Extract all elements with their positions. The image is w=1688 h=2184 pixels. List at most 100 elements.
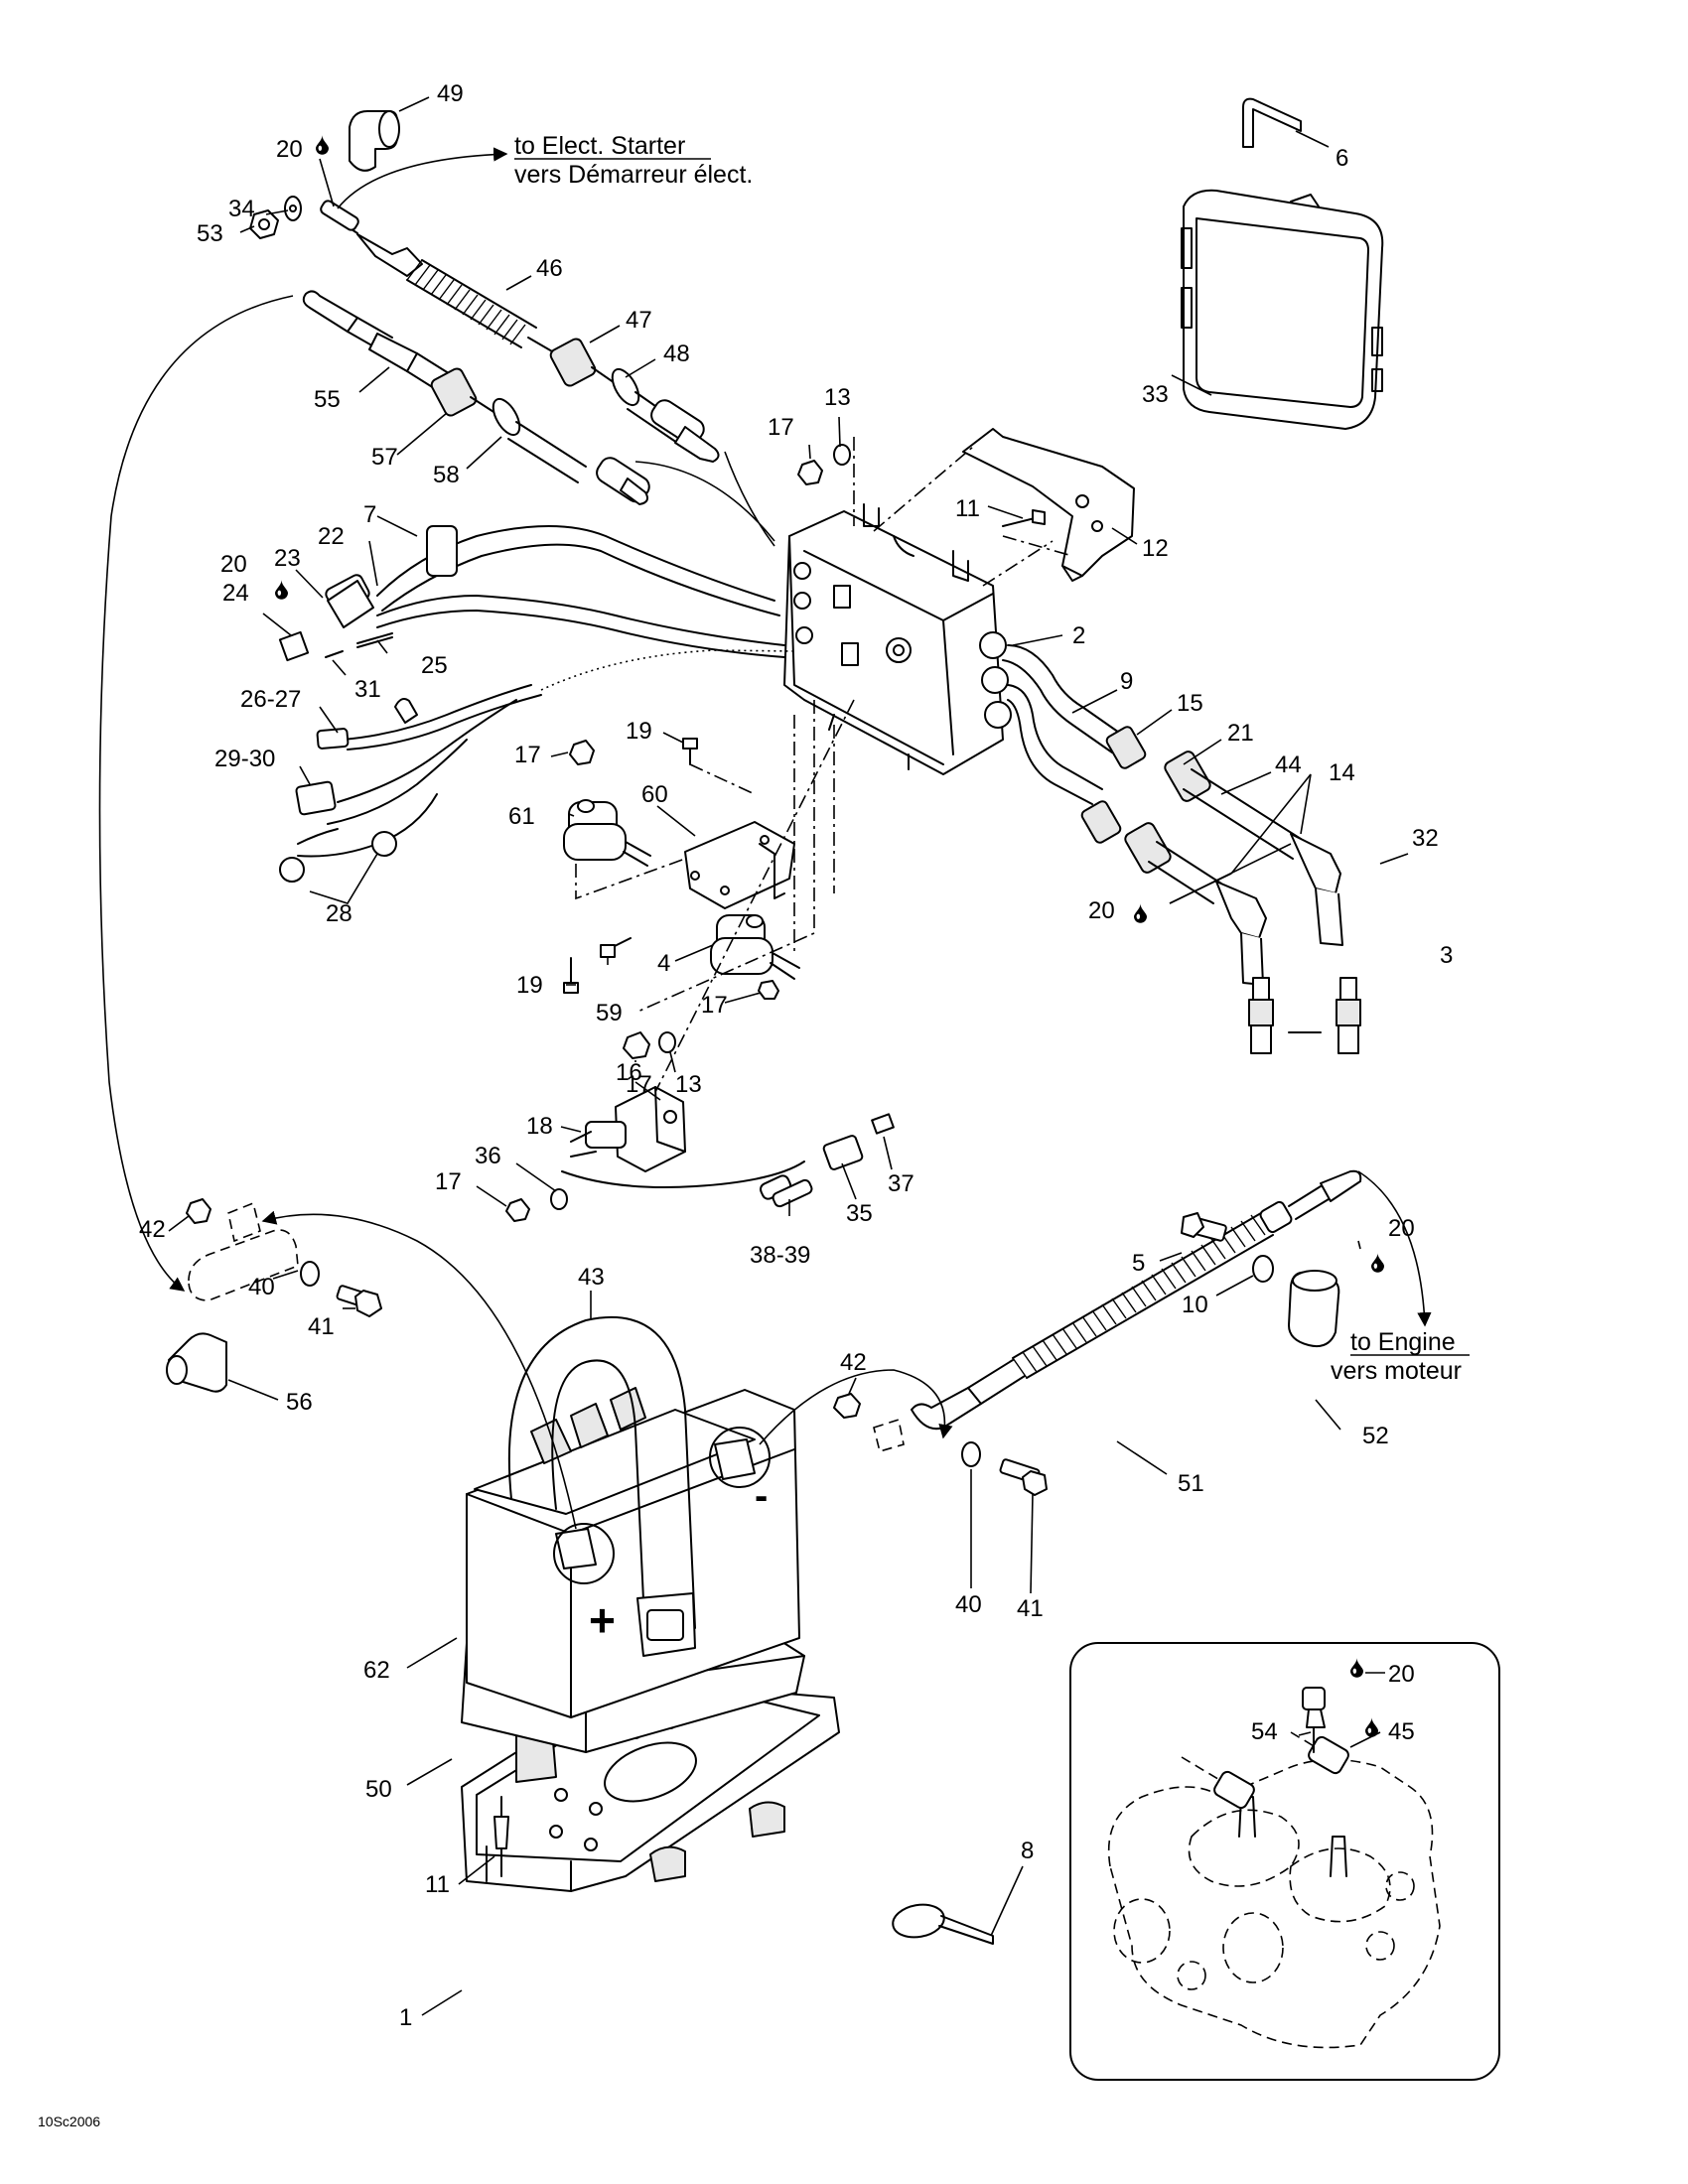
- callout-20: 20: [1388, 1215, 1415, 1242]
- callout-19: 19: [516, 972, 543, 999]
- assembly-line-j: [982, 540, 1054, 587]
- callout-11: 11: [425, 1871, 450, 1898]
- engine-note-en: to Engine: [1350, 1328, 1456, 1356]
- callout-18: 18: [526, 1113, 553, 1140]
- callout-57: 57: [371, 444, 398, 471]
- module-33: [1181, 189, 1384, 430]
- curve-battery-positive: [261, 1210, 577, 1530]
- wires-26-27-29-30-28: [279, 684, 542, 883]
- starter-note-fr: vers Démarreur élect.: [514, 161, 753, 189]
- strap-43: [507, 1315, 696, 1657]
- callout-17: 17: [701, 992, 728, 1019]
- callout-38-39: 38-39: [750, 1242, 810, 1269]
- assembly-line-i: [873, 446, 974, 532]
- wire-from-housing: [634, 451, 775, 547]
- nut-17-washer-13-top: [797, 444, 851, 485]
- callout-49: 49: [437, 80, 464, 107]
- callout-40: 40: [248, 1274, 275, 1300]
- callout-20: 20: [276, 136, 303, 163]
- dielectric-grease-icon: [316, 135, 329, 155]
- curve-starter-cable-to-battery: [98, 295, 294, 1292]
- engine-inset-frame: [1069, 1642, 1500, 2081]
- callout-12: 12: [1142, 535, 1169, 562]
- arrow-to-starter: [337, 147, 508, 209]
- callout-25: 25: [421, 652, 448, 679]
- boot-56: [166, 1332, 227, 1393]
- assembly-line-d: [575, 858, 686, 900]
- callout-22: 22: [318, 523, 345, 550]
- arrow-to-engine: [1357, 1170, 1432, 1327]
- terminal-42-40-41: [186, 1198, 382, 1317]
- callout-35: 35: [846, 1200, 873, 1227]
- cable-55: [302, 290, 650, 505]
- callout-labels: 49 20 34 53 46 47 48 55 57 58 6 33 17 13…: [139, 80, 1453, 2031]
- bracket-60: [684, 821, 795, 909]
- bolts-19-59: [563, 738, 698, 994]
- assembly-line-h: [1002, 535, 1073, 557]
- callout-15: 15: [1177, 690, 1203, 717]
- callout-21: 21: [1227, 720, 1254, 747]
- assembly-line-c: [634, 700, 815, 1014]
- plug-38-39: [772, 1178, 813, 1208]
- callout-33: 33: [1142, 381, 1169, 408]
- terminal-42-40-41-right: [833, 1393, 1048, 1496]
- callout-61: 61: [508, 803, 535, 830]
- callout-32: 32: [1412, 825, 1439, 852]
- leader-lines: [168, 96, 1409, 2016]
- callout-36: 36: [475, 1143, 501, 1169]
- callout-3: 3: [1440, 942, 1453, 969]
- clip-6: [1242, 97, 1302, 148]
- housing-2: [783, 503, 1012, 775]
- bracket-12: [962, 428, 1135, 582]
- starter-note-en: to Elect. Starter: [514, 132, 685, 160]
- callout-17: 17: [435, 1168, 462, 1195]
- coil-4: [710, 914, 800, 980]
- callout-56: 56: [286, 1389, 313, 1416]
- callout-8: 8: [1021, 1838, 1034, 1864]
- cable-tie-8: [892, 1903, 994, 1945]
- assembly-line-e: [689, 763, 756, 795]
- screw-11-top: [1002, 509, 1046, 527]
- callout-20: 20: [1088, 897, 1115, 924]
- callout-20: 20: [1388, 1661, 1415, 1688]
- negative-sign: -: [755, 1474, 768, 1518]
- callout-10: 10: [1182, 1292, 1208, 1318]
- boot-49: [349, 110, 400, 172]
- ht-wires-9: [1002, 644, 1302, 904]
- callout-11: 11: [955, 495, 980, 522]
- starter-to-engine-cable-51: [911, 1169, 1362, 1431]
- callout-16: 16: [616, 1059, 642, 1086]
- callout-9: 9: [1120, 668, 1133, 695]
- callout-28: 28: [326, 900, 352, 927]
- callout-40: 40: [955, 1591, 982, 1618]
- callout-5: 5: [1132, 1250, 1145, 1277]
- dielectric-grease-icon: [1134, 903, 1147, 923]
- wire-35-and-fuse-37: [505, 1113, 895, 1222]
- spark-plug-caps-32: [1215, 833, 1343, 986]
- callout-17: 17: [626, 1071, 652, 1098]
- callout-29-30: 29-30: [214, 746, 275, 772]
- callout-14: 14: [1329, 759, 1355, 786]
- terminal-detail-circle-left: [553, 1523, 615, 1584]
- engine-note-fr: vers moteur: [1331, 1357, 1462, 1385]
- spark-plugs-3: [1248, 977, 1361, 1054]
- callout-20: 20: [220, 551, 247, 578]
- solenoid-16: [570, 1086, 686, 1172]
- dielectric-grease-icon: [1350, 1658, 1363, 1678]
- boot-52: [1288, 1270, 1340, 1348]
- callout-17: 17: [768, 414, 794, 441]
- coil-61: [563, 799, 651, 867]
- callout-17: 17: [514, 742, 541, 768]
- callout-58: 58: [433, 462, 460, 488]
- dielectric-grease-icon: [275, 580, 288, 600]
- engine-inset: [1107, 1687, 1441, 2049]
- callout-42: 42: [139, 1216, 166, 1243]
- callout-6: 6: [1336, 145, 1348, 172]
- callout-43: 43: [578, 1264, 605, 1291]
- callout-47: 47: [626, 307, 652, 334]
- starter-cable-46: [320, 200, 720, 463]
- callout-1: 1: [399, 2004, 412, 2031]
- callout-44: 44: [1275, 751, 1302, 778]
- screw-11-bottom: [493, 1796, 509, 1877]
